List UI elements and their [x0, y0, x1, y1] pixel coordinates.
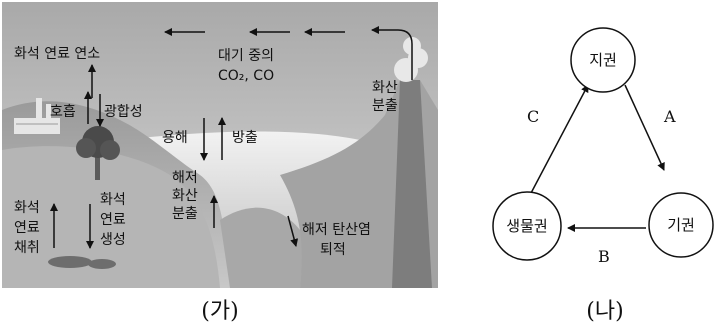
- edge-A: [624, 84, 665, 171]
- sphere-interaction-diagram: 지권 기권 생물권 A B C: [492, 27, 714, 266]
- volcano-vent: [392, 80, 432, 288]
- label-emission: 방출: [232, 130, 258, 146]
- fossil-fuel-deposit-icon: [48, 256, 116, 269]
- edges: [529, 84, 665, 232]
- label-seafloor-volcano-line2: 화산: [172, 188, 198, 204]
- node-label-atmosphere: 기권: [667, 216, 695, 234]
- land-lower-layer: [2, 146, 220, 288]
- label-atmosphere-line1: 대기 중의: [218, 48, 274, 64]
- tree-icon: [76, 126, 120, 180]
- edge-label-A: A: [663, 107, 676, 126]
- seafloor: [220, 207, 303, 288]
- label-seafloor-volcano-line1: 해저: [172, 170, 198, 186]
- edge-label-C: C: [527, 107, 539, 126]
- label-atmosphere-line2: CO₂, CO: [218, 68, 274, 84]
- label-dissolution: 용해: [162, 130, 188, 146]
- node-biosphere: [492, 191, 562, 261]
- node-label-geosphere: 지권: [589, 51, 617, 69]
- label-fossil-formation-line3: 생성: [100, 232, 126, 248]
- label-fossil-extraction-line1: 화석: [14, 200, 40, 216]
- edge-label-B: B: [598, 247, 610, 266]
- label-fossil-extraction-line3: 채취: [14, 240, 40, 256]
- label-photosynthesis: 광합성: [104, 104, 143, 120]
- flow-arrows: [50, 26, 413, 249]
- node-label-biosphere: 생물권: [506, 217, 547, 235]
- label-fossil-fuel-combustion: 화석 연료 연소: [14, 46, 100, 62]
- arrow-volcano-up: [371, 26, 413, 80]
- label-respiration: 호흡: [50, 104, 76, 120]
- node-atmosphere: [648, 192, 714, 258]
- label-fossil-extraction-line2: 연료: [14, 220, 40, 236]
- label-carbonate-line2: 퇴적: [320, 242, 346, 258]
- carbon-cycle-illustration: 화석 연료 연소 대기 중의 CO₂, CO 화산 분출 호흡 광합성 용해 방…: [2, 2, 438, 288]
- label-volcano-line2: 분출: [372, 98, 398, 114]
- factory-icon: [14, 98, 60, 134]
- label-carbonate-line1: 해저 탄산염: [302, 222, 371, 238]
- arrow-carbonate-down: [287, 215, 299, 247]
- label-fossil-formation-line2: 연료: [100, 212, 126, 228]
- caption-na: (나): [586, 299, 623, 324]
- caption-ga: (가): [201, 299, 238, 324]
- label-seafloor-volcano-line3: 분출: [172, 206, 198, 222]
- label-volcano-line1: 화산: [372, 80, 398, 96]
- label-fossil-formation-line1: 화석: [100, 192, 126, 208]
- edge-C: [529, 84, 589, 196]
- node-geosphere: [570, 27, 636, 93]
